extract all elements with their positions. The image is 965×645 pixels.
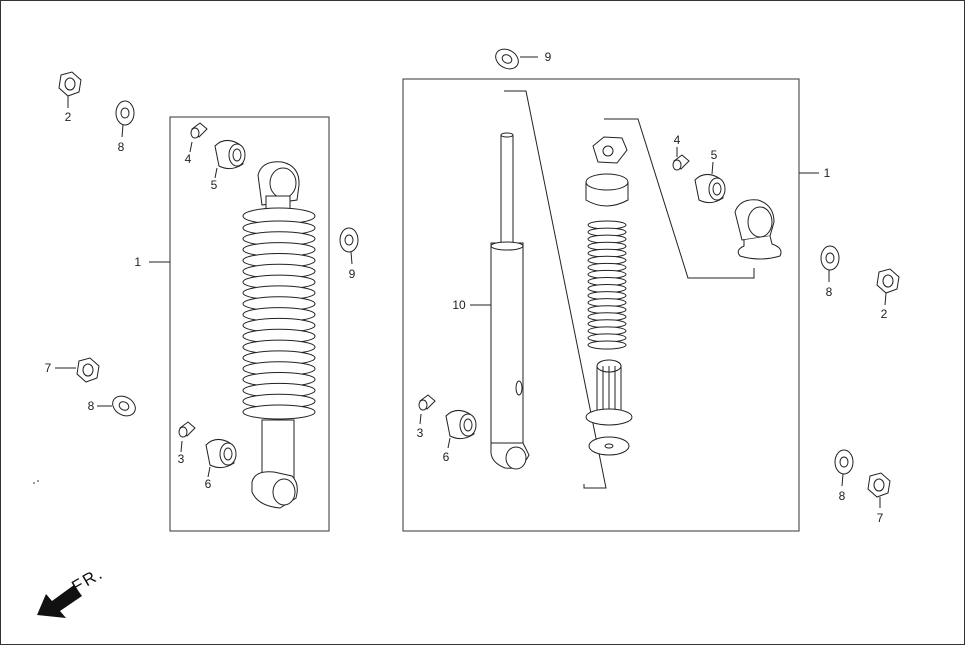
callout-left-bolt: 3 — [178, 452, 185, 466]
callout-nut-left-mid: 7 — [45, 361, 52, 375]
left-mid-washer — [108, 391, 140, 421]
left-shock-absorber-group: 1 4 5 3 6 — [134, 116, 330, 532]
callout-washer-top-left: 8 — [118, 140, 125, 154]
callout-nut-right: 2 — [881, 307, 888, 321]
top-center-washer — [491, 44, 523, 74]
right-shock-spring — [587, 220, 627, 350]
spring-collar — [585, 173, 629, 207]
callout-right-bush-top: 5 — [711, 148, 718, 162]
right-assembly-box — [402, 78, 800, 532]
top-left-nut — [58, 71, 82, 97]
right-top-pin — [672, 154, 690, 171]
bottom-washer — [588, 436, 630, 456]
right-shock-absorber-group: 1 10 — [402, 78, 831, 532]
front-direction-label: FR. — [69, 563, 107, 596]
callout-nut-right-bottom: 7 — [877, 511, 884, 525]
right-bottom-bolt — [418, 394, 436, 411]
callout-right-pin: 4 — [674, 133, 681, 147]
left-assembly-box — [169, 116, 330, 532]
damper-body — [490, 132, 530, 470]
middle-washer — [339, 227, 359, 253]
right-bottom-washer — [834, 449, 854, 475]
left-mid-nut — [76, 357, 100, 383]
callout-washer-right-bottom: 8 — [839, 489, 846, 503]
top-left-washer — [115, 100, 135, 126]
callout-left-bush-top: 5 — [211, 178, 218, 192]
callout-right-bush-bottom: 6 — [443, 450, 450, 464]
callout-left-bush-bottom: 6 — [205, 477, 212, 491]
callout-washer-right-mid: 8 — [826, 285, 833, 299]
right-upper-eye — [734, 199, 782, 260]
right-top-bush — [694, 173, 726, 204]
callout-nut-top-left: 2 — [65, 110, 72, 124]
left-shock-lower-tube — [251, 419, 298, 509]
left-top-bush — [214, 139, 246, 170]
callout-washer-mid: 9 — [349, 267, 356, 281]
front-direction-arrow-icon — [37, 585, 82, 618]
callout-right-bolt: 3 — [417, 426, 424, 440]
left-shock-spring — [242, 207, 316, 420]
right-nut — [876, 268, 900, 294]
callout-right-assembly: 1 — [824, 166, 831, 180]
left-top-pin — [190, 122, 208, 139]
callout-left-assembly: 1 — [134, 255, 141, 269]
right-bottom-bush — [445, 409, 477, 440]
callout-left-pin: 4 — [185, 152, 192, 166]
right-mid-washer — [820, 245, 840, 271]
spring-coil — [242, 404, 316, 420]
callout-washer-top-center: 9 — [545, 50, 552, 64]
right-bottom-nut — [867, 472, 891, 498]
left-bottom-bush — [205, 438, 237, 469]
callout-damper: 10 — [452, 298, 466, 312]
upper-spring-seat-nut — [592, 136, 628, 164]
lower-spring-seat — [585, 359, 633, 426]
callout-washer-left-mid: 8 — [88, 399, 95, 413]
left-bottom-bolt — [178, 421, 196, 438]
left-shock-top-eye — [257, 161, 300, 215]
spring-coil — [587, 340, 627, 350]
